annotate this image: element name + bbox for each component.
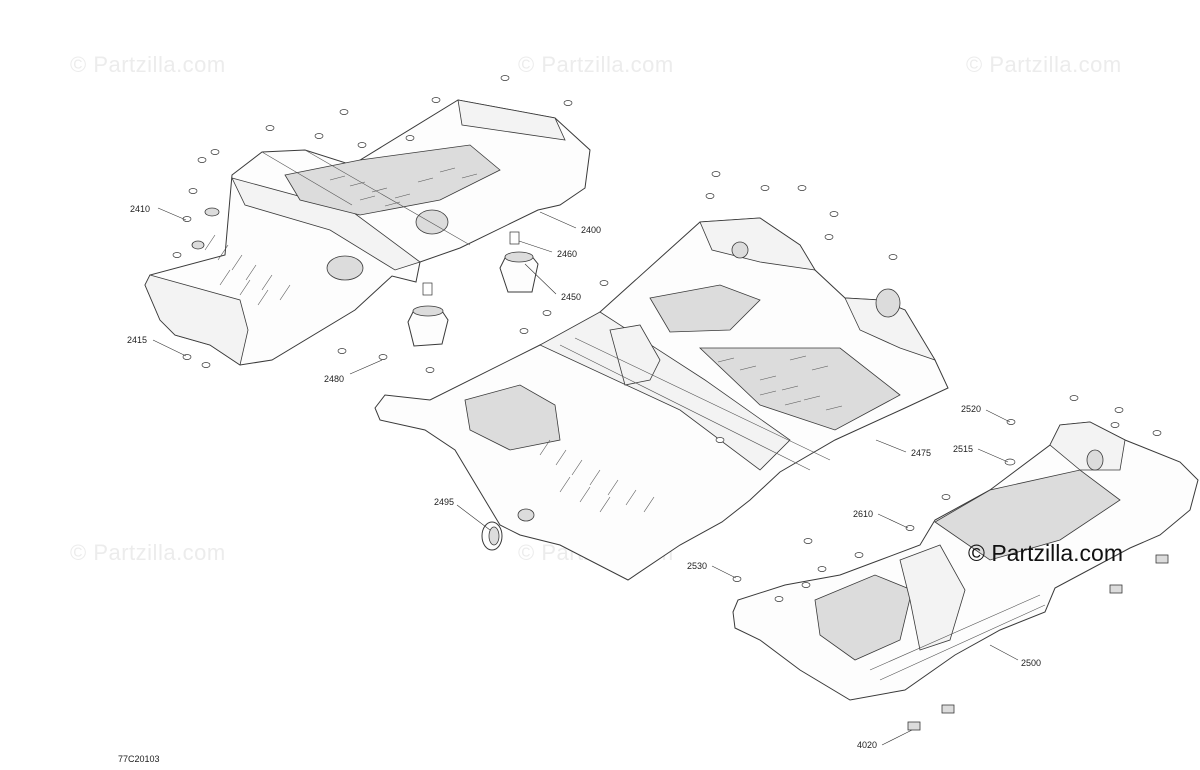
callout-2415: 2415 <box>127 335 147 345</box>
callout-2450: 2450 <box>561 292 581 302</box>
watermark-bottom-left: © Partzilla.com <box>70 540 226 565</box>
callout-4020: 4020 <box>857 740 877 750</box>
leader-lines <box>152 207 1019 746</box>
callout-2520: 2520 <box>961 404 981 414</box>
floor-panel-2500 <box>732 421 1199 701</box>
callout-2495: 2495 <box>434 497 454 507</box>
watermark-top-center: © Partzilla.com <box>518 52 674 77</box>
callout-labels: 2400 2410 2415 2450 2460 2475 2480 2495 … <box>127 204 1041 750</box>
cup-holder-upper <box>499 251 539 293</box>
drawing-code: 77C20103 <box>118 754 160 764</box>
callout-2480: 2480 <box>324 374 344 384</box>
callout-2400: 2400 <box>581 225 601 235</box>
watermark-top-left: © Partzilla.com <box>70 52 226 77</box>
cup-holder-lower <box>407 305 449 347</box>
callout-2500: 2500 <box>1021 658 1041 668</box>
seal-ring-2495 <box>481 521 503 551</box>
watermark-main: © Partzilla.com <box>968 540 1123 566</box>
floor-panel-2475 <box>374 217 949 581</box>
floor-panel-2400 <box>144 99 591 366</box>
plug-2460 <box>422 231 520 296</box>
callout-2475: 2475 <box>911 448 931 458</box>
fasteners <box>172 75 1169 731</box>
watermark-top-right: © Partzilla.com <box>966 52 1122 77</box>
callout-2610: 2610 <box>853 509 873 519</box>
callout-2460: 2460 <box>557 249 577 259</box>
callout-2515: 2515 <box>953 444 973 454</box>
callout-2410: 2410 <box>130 204 150 214</box>
callout-2530: 2530 <box>687 561 707 571</box>
